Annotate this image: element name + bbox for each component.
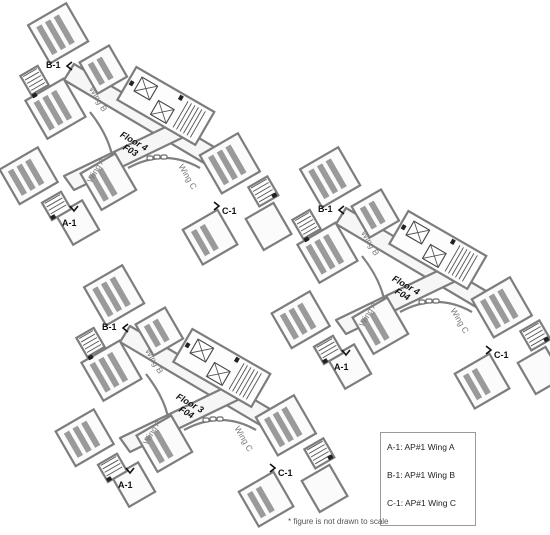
- ap-marker-c1: C-1: [213, 201, 237, 216]
- ap-marker-a1: A-1: [62, 205, 79, 228]
- ap-marker-a1: A-1: [118, 467, 135, 490]
- ap-marker-c1: C-1: [485, 345, 509, 360]
- building-floor4-f03: B-1 A-1 C-1 Wing B Wing A Wing C Floor 4…: [0, 0, 300, 282]
- svg-text:A-1: A-1: [334, 362, 349, 372]
- scale-note: * figure is not drawn to scale: [288, 517, 389, 526]
- ap-marker-b1: B-1: [318, 204, 345, 215]
- svg-text:B-1: B-1: [318, 204, 333, 214]
- svg-text:A-1: A-1: [118, 480, 133, 490]
- legend-item: C-1: AP#1 Wing C: [387, 498, 456, 508]
- svg-text:C-1: C-1: [494, 350, 509, 360]
- svg-text:A-1: A-1: [62, 218, 77, 228]
- ap-marker-c1: C-1: [269, 463, 293, 478]
- legend-item: A-1: AP#1 Wing A: [387, 442, 455, 452]
- ap-marker-b1: B-1: [102, 322, 129, 333]
- svg-text:C-1: C-1: [278, 468, 293, 478]
- ap-marker-a1: A-1: [334, 349, 351, 372]
- svg-text:C-1: C-1: [222, 206, 237, 216]
- svg-text:B-1: B-1: [46, 60, 61, 70]
- svg-text:B-1: B-1: [102, 322, 117, 332]
- building-floor3-f04: B-1 A-1 C-1 Wing B Wing A Wing C Floor 3…: [48, 256, 356, 535]
- legend-item: B-1: AP#1 Wing B: [387, 470, 456, 480]
- legend: A-1: AP#1 Wing A B-1: AP#1 Wing B C-1: A…: [380, 432, 476, 526]
- ap-marker-b1: B-1: [46, 60, 73, 71]
- building-floor4-f04: B-1 A-1 C-1 Wing B Wing A Wing C Floor 4…: [264, 138, 550, 426]
